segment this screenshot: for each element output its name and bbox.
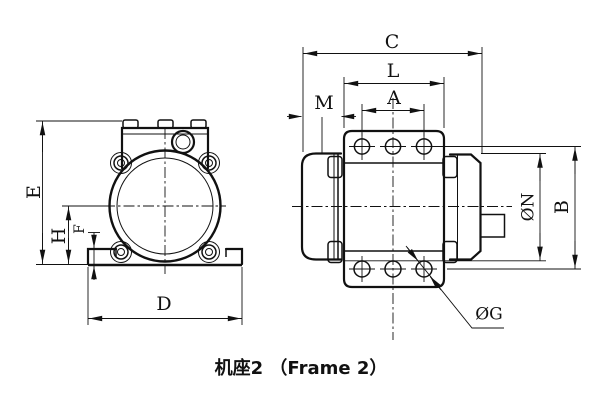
- bolt-bottom-left: [110, 241, 132, 263]
- dim-G-leader: ØG: [405, 245, 504, 329]
- bolt-bottom-right: [198, 241, 220, 263]
- dim-label-center-height: H: [48, 228, 70, 245]
- dim-label-base-width: D: [156, 293, 171, 315]
- dim-B: B: [435, 146, 581, 270]
- dim-C: C: [302, 31, 483, 153]
- cable-gland: [170, 129, 196, 155]
- right-clamp-bolt-bottom: [442, 240, 458, 264]
- bolt-top-left: [110, 152, 132, 174]
- front-view-dimensions: E H F D: [23, 120, 243, 325]
- dim-L: L: [343, 60, 445, 128]
- dim-label-overall-length: C: [385, 31, 400, 53]
- left-end-cover: [300, 117, 343, 264]
- dim-label-hole-spacing: A: [386, 87, 401, 109]
- right-clamp-bolt-top: [442, 155, 458, 179]
- dim-label-hole-span-height: B: [551, 200, 573, 214]
- dim-H: H: [48, 205, 112, 264]
- dim-A: A: [361, 87, 425, 136]
- right-end-cover: [442, 153, 506, 264]
- cable-entry-stub: [479, 213, 506, 238]
- dim-label-flange-length: L: [387, 60, 400, 82]
- dim-label-overall-height: E: [23, 185, 45, 199]
- side-view-dimensions: C L A M: [287, 31, 581, 329]
- dim-label-housing-diameter: ØN: [519, 192, 539, 221]
- dim-E: E: [23, 120, 122, 264]
- dim-D: D: [87, 267, 243, 325]
- left-clamp-bolt-bottom: [327, 240, 343, 264]
- left-clamp-bolt-top: [327, 155, 343, 179]
- dim-F: F: [72, 224, 100, 280]
- front-view: [36, 119, 244, 274]
- dim-label-foot-height: F: [72, 224, 88, 234]
- dim-M: M: [287, 92, 356, 120]
- bolt-top-right: [198, 152, 220, 174]
- dim-label-side-cover-width: M: [314, 92, 333, 114]
- dim-label-hole-diameter: ØG: [475, 305, 503, 325]
- corner-bolts: [110, 152, 220, 263]
- drawing-caption: 机座2 （Frame 2）: [215, 357, 388, 379]
- dim-N: ØN: [344, 153, 546, 262]
- motor-body-and-flanges: [342, 129, 446, 289]
